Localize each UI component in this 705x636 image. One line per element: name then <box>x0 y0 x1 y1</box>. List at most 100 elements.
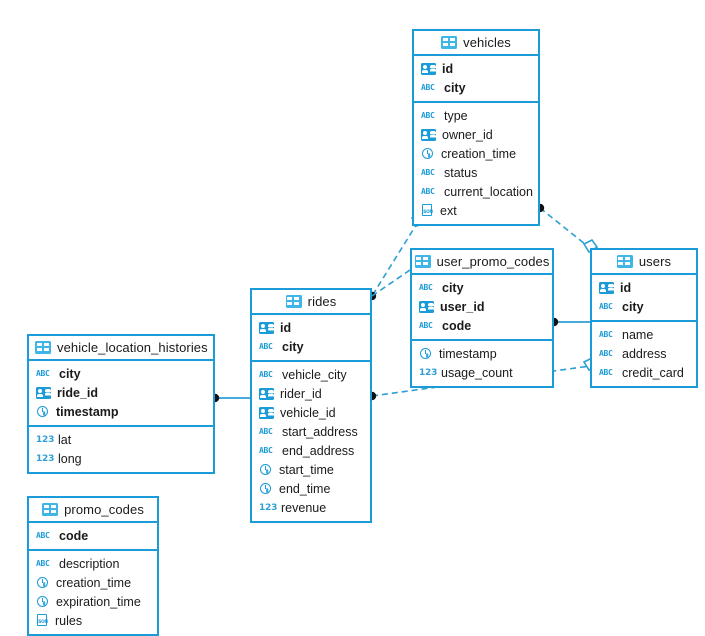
abc-icon: ABC <box>36 558 50 568</box>
column-row[interactable]: id <box>252 318 370 337</box>
number-icon: 123 <box>259 502 278 513</box>
column-row[interactable]: id <box>414 59 538 78</box>
column-row[interactable]: expiration_time <box>29 592 157 611</box>
table-header-promo_codes[interactable]: promo_codes <box>29 498 157 523</box>
number-icon: 123 <box>36 434 55 445</box>
clock-icon <box>36 405 50 419</box>
column-row[interactable]: rider_id <box>252 384 370 403</box>
clock-icon <box>36 595 50 609</box>
table-header-users[interactable]: users <box>592 250 696 275</box>
abc-icon: ABC <box>421 110 435 120</box>
column-name: start_address <box>282 424 358 439</box>
column-row[interactable]: rules <box>29 611 157 630</box>
column-name: ext <box>440 203 457 218</box>
table-title: user_promo_codes <box>436 254 550 269</box>
clock-icon <box>259 463 273 477</box>
link-vehicles-users <box>535 203 599 254</box>
table-title: promo_codes <box>64 502 144 517</box>
table-header-vehicles[interactable]: vehicles <box>414 31 538 56</box>
column-row[interactable]: start_time <box>252 460 370 479</box>
table-header-user_promo_codes[interactable]: user_promo_codes <box>412 250 552 275</box>
link-rides-user-promo-codes <box>371 269 411 297</box>
id-card-icon <box>419 300 434 313</box>
column-row[interactable]: creation_time <box>414 144 538 163</box>
column-row[interactable]: end_time <box>252 479 370 498</box>
column-row[interactable]: ABC description <box>29 554 157 573</box>
table-grid-icon <box>42 503 59 516</box>
column-name: vehicle_id <box>280 405 336 420</box>
column-name: lat <box>58 432 72 447</box>
column-name: long <box>58 451 82 466</box>
column-row[interactable]: ride_id <box>29 383 213 402</box>
column-name: ride_id <box>57 385 98 400</box>
column-name: status <box>444 165 478 180</box>
clock-icon <box>259 482 273 496</box>
id-card-icon <box>259 406 274 419</box>
column-row[interactable]: timestamp <box>29 402 213 421</box>
number-icon: 123 <box>419 367 438 378</box>
column-name: city <box>444 80 466 95</box>
column-row[interactable]: creation_time <box>29 573 157 592</box>
id-card-icon <box>421 128 436 141</box>
abc-icon: ABC <box>259 341 273 351</box>
table-header-rides[interactable]: rides <box>252 290 370 315</box>
column-row[interactable]: id <box>592 278 696 297</box>
column-row[interactable]: ext <box>414 201 538 220</box>
column-row[interactable]: ABC city <box>414 78 538 97</box>
column-row[interactable]: owner_id <box>414 125 538 144</box>
table-title: vehicle_location_histories <box>57 340 208 355</box>
abc-icon: ABC <box>36 530 50 540</box>
id-card-icon <box>259 387 274 400</box>
column-row[interactable]: user_id <box>412 297 552 316</box>
column-name: creation_time <box>56 575 132 590</box>
column-row[interactable]: timestamp <box>412 344 552 363</box>
column-name: timestamp <box>439 346 497 361</box>
column-name: credit_card <box>622 365 684 380</box>
column-name: city <box>622 299 644 314</box>
abc-icon: ABC <box>599 329 613 339</box>
column-name: description <box>59 556 120 571</box>
column-row[interactable]: ABC credit_card <box>592 363 696 382</box>
column-row[interactable]: vehicle_id <box>252 403 370 422</box>
column-name: start_time <box>279 462 334 477</box>
column-name: expiration_time <box>56 594 141 609</box>
abc-icon: ABC <box>599 367 613 377</box>
id-card-icon <box>36 386 51 399</box>
table-grid-icon <box>441 36 458 49</box>
abc-icon: ABC <box>259 445 273 455</box>
table-header-vehicle_location_histories[interactable]: vehicle_location_histories <box>29 336 213 361</box>
column-name: usage_count <box>441 365 513 380</box>
abc-icon: ABC <box>421 82 435 92</box>
